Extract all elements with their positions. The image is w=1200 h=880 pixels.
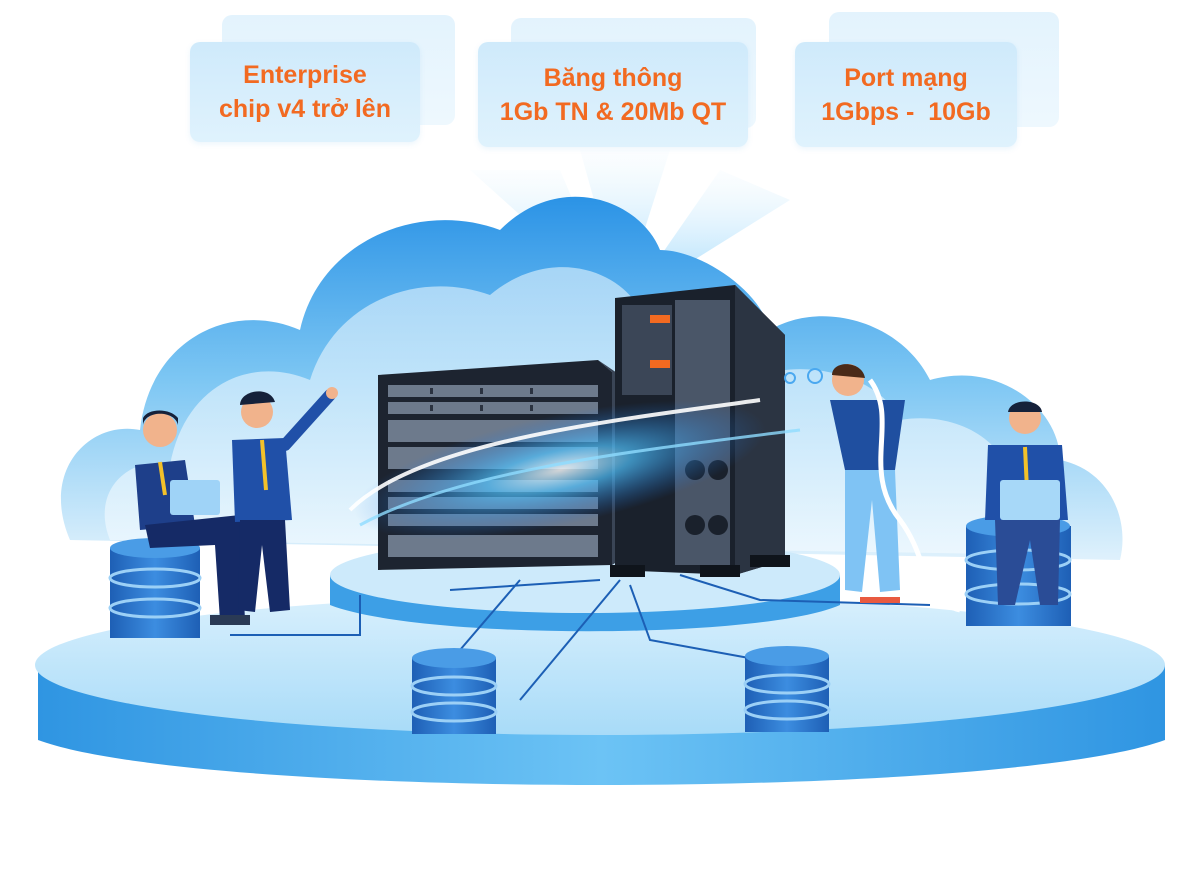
feature-card-network-port: Port mạng 1Gbps - 10Gb — [795, 42, 1017, 147]
base-platform — [35, 595, 1165, 785]
feature-detail: chip v4 trở lên — [219, 95, 391, 123]
feature-detail: 1Gb TN & 20Mb QT — [499, 97, 727, 126]
feature-title: Băng thông — [543, 63, 683, 92]
feature-title: Enterprise — [243, 61, 367, 89]
network-lines — [230, 574, 931, 701]
database-icon — [410, 648, 498, 734]
energy-swirl — [348, 368, 823, 540]
feature-detail: 1Gbps - 10Gb — [821, 97, 991, 126]
person-icon — [830, 364, 961, 613]
feature-title: Port mạng — [844, 63, 968, 92]
feature-card-enterprise-chip: Enterprise chip v4 trở lên — [190, 42, 420, 142]
database-icon — [108, 538, 202, 638]
person-icon — [232, 387, 338, 612]
laptop-icon — [1000, 480, 1060, 520]
laptop-icon — [170, 480, 220, 515]
database-icon — [743, 646, 831, 732]
person-icon — [135, 410, 250, 625]
feature-card-bandwidth: Băng thông 1Gb TN & 20Mb QT — [478, 42, 748, 147]
